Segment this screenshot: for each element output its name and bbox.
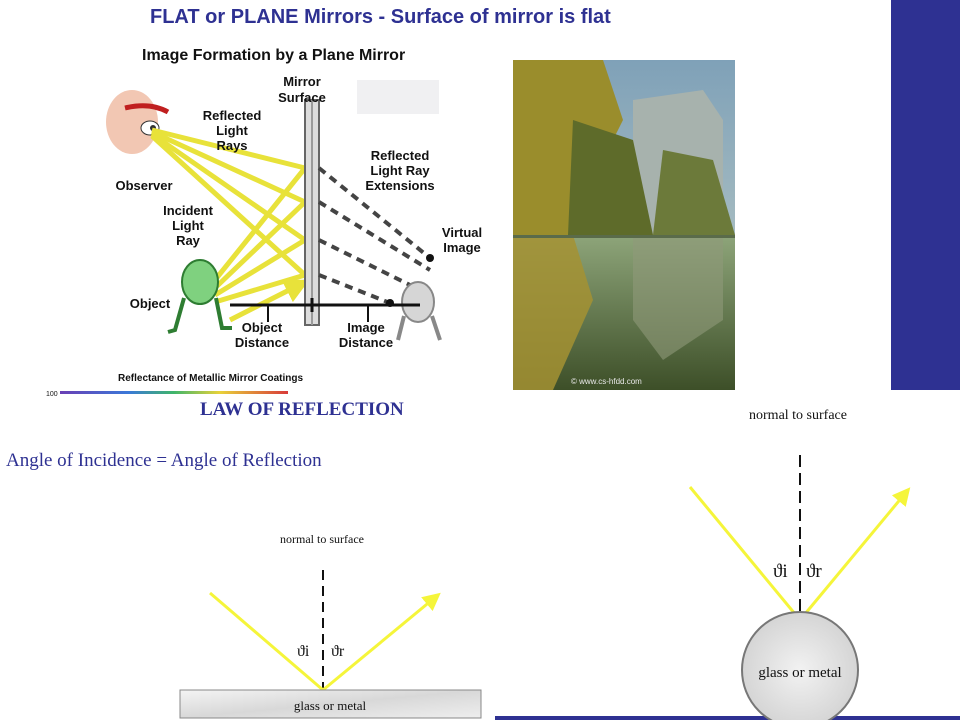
normal-label: normal to surface: [280, 532, 364, 546]
label-reflected: Reflected: [203, 108, 262, 123]
sidebar-band: [891, 0, 960, 390]
blank-label-box: [357, 80, 439, 114]
label-image-distance-2: Distance: [339, 335, 393, 350]
theta-r: ϑr: [331, 643, 345, 660]
virtual-image-frog-icon: [396, 281, 442, 341]
slide-title: FLAT or PLANE Mirrors - Surface of mirro…: [150, 6, 611, 28]
curved-reflection-diagram: normal to surface ϑi ϑr glass or metal: [688, 408, 911, 720]
law-title: LAW OF REFLECTION: [200, 399, 404, 420]
label-image: Image: [443, 240, 481, 255]
reflectance-caption: Reflectance of Metallic Mirror Coatings: [118, 373, 303, 384]
incident-light-rays: [213, 166, 310, 323]
label-rays: Rays: [216, 138, 247, 153]
label-image-distance-1: Image: [347, 320, 385, 335]
diagram-title: Image Formation by a Plane Mirror: [142, 47, 405, 64]
label-mirror: Mirror: [283, 74, 321, 89]
surface-label: glass or metal: [758, 665, 841, 681]
normal-label: normal to surface: [749, 408, 847, 423]
flat-reflection-diagram: normal to surface ϑi ϑr glass or metal: [179, 532, 482, 719]
label-incident: Incident: [163, 203, 214, 218]
theta-i: ϑi: [297, 643, 310, 660]
incident-ray: [209, 591, 324, 692]
glass-surface: [179, 689, 482, 719]
label-extensions-1: Reflected: [371, 148, 430, 163]
label-object-distance-2: Distance: [235, 335, 289, 350]
lake-reflection-photo: © www.cs-hfdd.com: [513, 60, 735, 390]
plane-mirror-diagram: Image Formation by a Plane Mirror: [46, 47, 482, 398]
theta-r: ϑr: [806, 561, 822, 582]
label-surface: Surface: [278, 90, 326, 105]
label-object: Object: [130, 296, 171, 311]
label-extensions-3: Extensions: [365, 178, 434, 193]
reflected-ray: [798, 487, 911, 621]
reflected-light-rays: [150, 127, 307, 277]
label-extensions-2: Light Ray: [370, 163, 430, 178]
incident-ray: [688, 486, 802, 621]
label-incident-light: Light: [172, 218, 204, 233]
label-observer: Observer: [115, 178, 172, 193]
frog-object-icon: [167, 259, 232, 334]
photo-watermark: © www.cs-hfdd.com: [571, 377, 642, 386]
bottom-accent-line: [495, 716, 960, 720]
label-light: Light: [216, 123, 248, 138]
glass-sphere: [741, 611, 859, 720]
reflectance-tick: 100: [46, 391, 58, 398]
law-subtitle: Angle of Incidence = Angle of Reflection: [6, 450, 322, 471]
light-ray-extensions: [317, 166, 432, 305]
theta-i: ϑi: [773, 561, 788, 582]
reflected-ray: [322, 592, 441, 692]
spectrum-strip: [60, 391, 288, 394]
surface-label: glass or metal: [294, 698, 367, 713]
label-object-distance-1: Object: [242, 320, 283, 335]
label-virtual: Virtual: [442, 225, 482, 240]
label-ray: Ray: [176, 233, 201, 248]
